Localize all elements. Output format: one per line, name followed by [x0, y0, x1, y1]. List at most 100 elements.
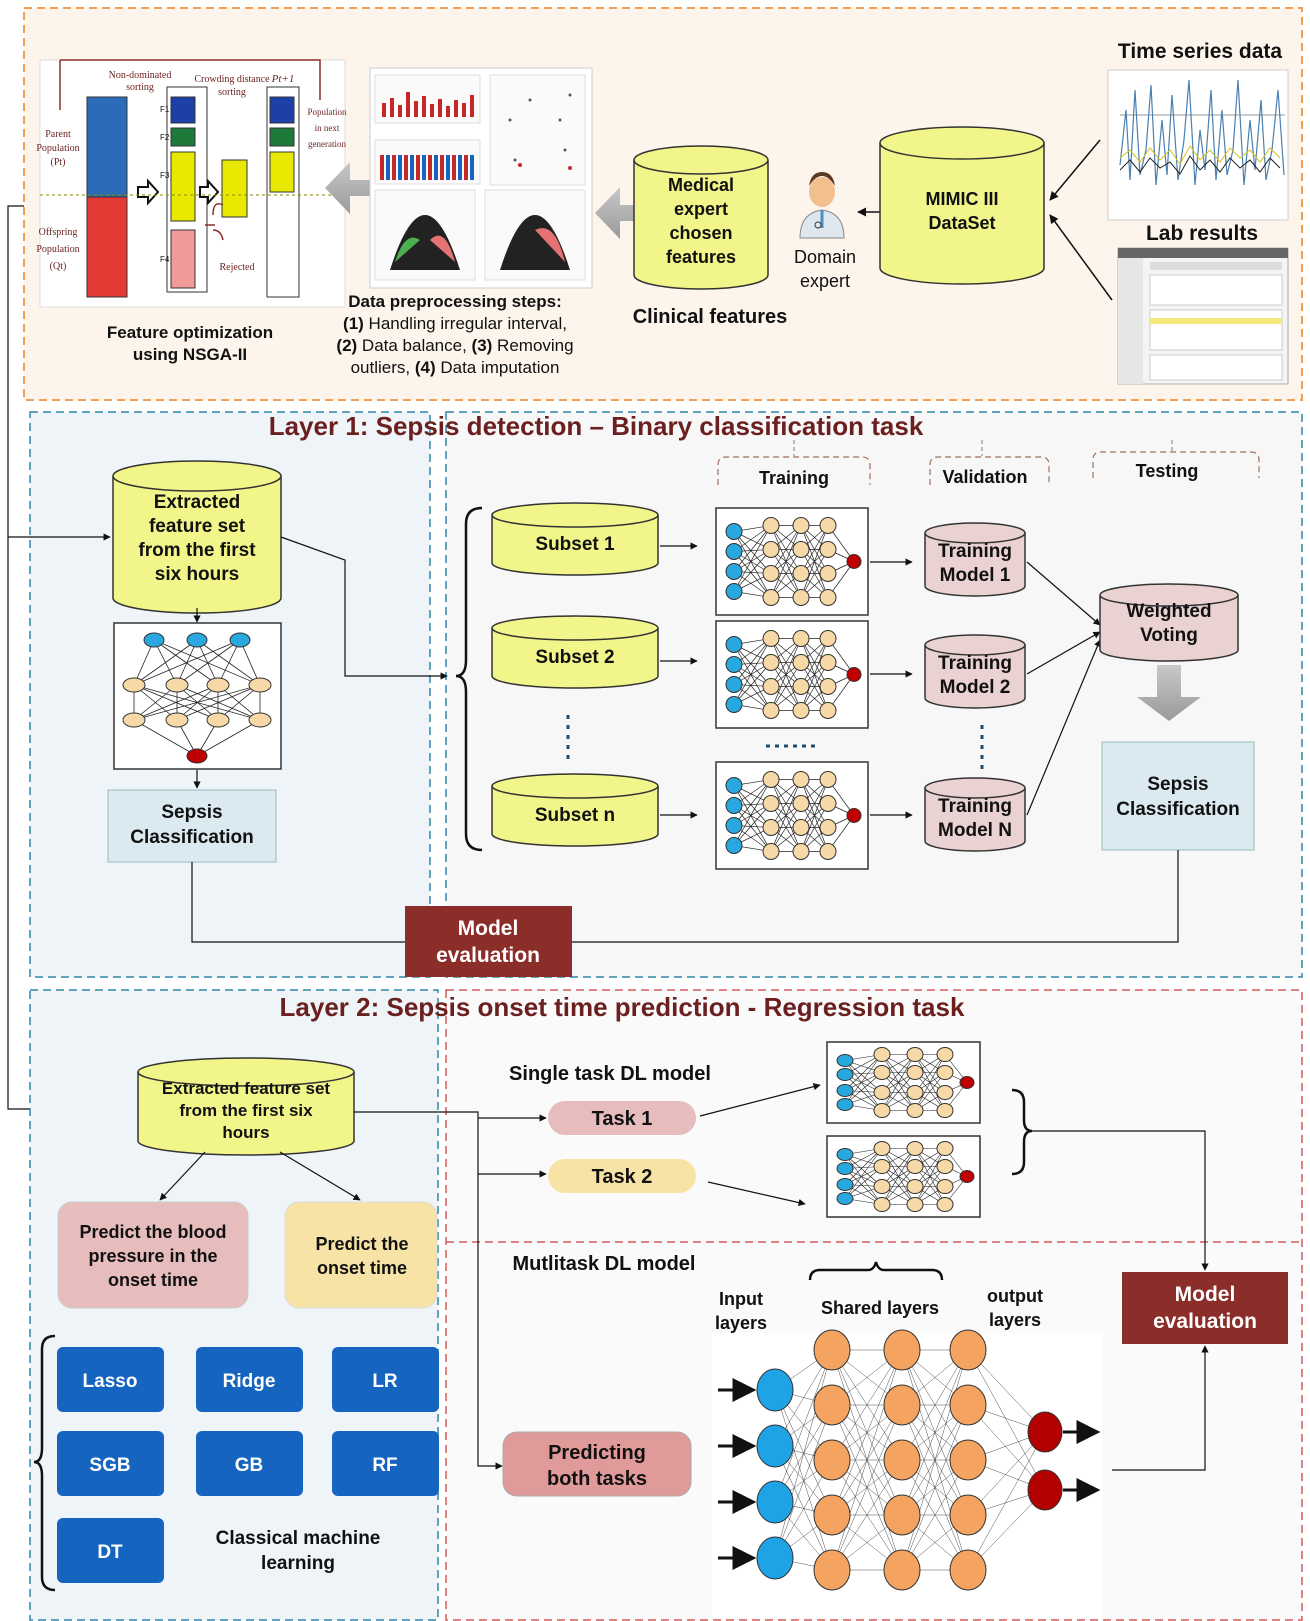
- nn-edge: [901, 1404, 969, 1571]
- nn-node: [762, 654, 780, 671]
- preprocessing-line-3: outliers, (4) Data imputation: [351, 358, 560, 377]
- nn-node: [725, 696, 743, 713]
- nn-node: [165, 712, 189, 728]
- nn-node: [813, 1329, 851, 1371]
- nn-node: [762, 678, 780, 695]
- nn-edge: [774, 1389, 833, 1516]
- nn-node: [762, 702, 780, 719]
- nn-node: [762, 819, 780, 836]
- layer2-title: Layer 2: Sepsis onset time prediction - …: [280, 992, 965, 1022]
- nn-edge: [914, 1148, 946, 1205]
- nn-node: [936, 1047, 954, 1062]
- svg-text:expert: expert: [674, 199, 728, 219]
- preprocessing-plots: [369, 67, 593, 289]
- svg-text:F1: F1: [160, 105, 170, 114]
- nn-node: [756, 1480, 794, 1524]
- nn-node: [846, 667, 862, 682]
- nn-node: [873, 1103, 891, 1118]
- svg-text:pressure in the: pressure in the: [88, 1246, 217, 1266]
- multitask-title: Mutlitask DL model: [513, 1253, 696, 1275]
- domain-expert-label: Domain: [794, 247, 856, 267]
- nn-node: [883, 1329, 921, 1371]
- layer1-title: Layer 1: Sepsis detection – Binary class…: [269, 411, 924, 441]
- nn-node: [936, 1141, 954, 1156]
- nn-edge: [770, 525, 802, 598]
- nn-node: [725, 583, 743, 600]
- svg-text:DataSet: DataSet: [928, 213, 995, 233]
- nn-node: [873, 1047, 891, 1062]
- nn-node: [756, 1368, 794, 1412]
- nn-node: [873, 1159, 891, 1174]
- nn-edge: [831, 1349, 903, 1461]
- svg-text:Classification: Classification: [130, 827, 254, 848]
- nn-node: [756, 1536, 794, 1580]
- training-nn-1: [715, 507, 869, 616]
- svg-text:Weighted: Weighted: [1126, 601, 1211, 622]
- input-layers-label: Input: [719, 1289, 763, 1309]
- svg-text:Subset n: Subset n: [535, 805, 615, 826]
- nn-edge: [774, 1349, 833, 1503]
- nn-edge: [733, 664, 772, 711]
- rf-button: [332, 1431, 439, 1496]
- nn-node: [936, 1085, 954, 1100]
- layer1-sepsis-classification-left: [107, 789, 277, 863]
- svg-text:Voting: Voting: [1140, 625, 1198, 646]
- lab-results-title: Lab results: [1146, 222, 1258, 245]
- nn-node: [949, 1494, 987, 1536]
- nn-edge: [800, 525, 829, 598]
- nn-node: [248, 677, 272, 693]
- time-series-title: Time series data: [1118, 40, 1283, 63]
- svg-text:Extracted: Extracted: [154, 492, 241, 513]
- nn-edge: [733, 644, 772, 711]
- nn-edge: [967, 1349, 1046, 1491]
- nn-node: [846, 554, 862, 569]
- layer1-model-evaluation: [405, 906, 572, 977]
- gray-arrow-to-nsga: [325, 162, 370, 214]
- nn-node: [762, 795, 780, 812]
- nn-node: [819, 517, 837, 534]
- nn-node: [836, 1068, 854, 1081]
- nn-node: [819, 654, 837, 671]
- nn-node: [756, 1424, 794, 1468]
- preprocessing-line-1: (1) Handling irregular interval,: [343, 314, 567, 333]
- nn-edge: [733, 549, 772, 592]
- nn-edge: [844, 1168, 883, 1205]
- nn-edge: [967, 1431, 1046, 1571]
- arrow-to-eval-bottom: [1112, 1345, 1209, 1471]
- svg-text:chosen: chosen: [669, 223, 732, 243]
- nn-node: [819, 819, 837, 836]
- nn-edge: [770, 779, 802, 852]
- nn-edge: [196, 719, 261, 757]
- nn-node: [725, 777, 743, 794]
- nn-node: [206, 712, 230, 728]
- layer2-extracted-cylinder: [137, 1057, 355, 1156]
- svg-text:Population: Population: [36, 244, 79, 255]
- nn-node: [936, 1197, 954, 1212]
- nn-edge: [733, 551, 772, 598]
- nn-edge: [844, 1166, 883, 1199]
- nn-edge: [831, 1404, 903, 1571]
- nn-edge: [774, 1404, 833, 1559]
- nn-edge: [770, 662, 802, 711]
- nn-edge: [217, 639, 241, 686]
- svg-text:Task 2: Task 2: [592, 1166, 653, 1188]
- nn-node: [906, 1179, 924, 1194]
- nn-edge: [901, 1459, 969, 1571]
- nn-edge: [774, 1389, 833, 1571]
- svg-text:from the first six: from the first six: [179, 1101, 313, 1120]
- nn-node: [949, 1329, 987, 1371]
- nn-node: [819, 630, 837, 647]
- time-series-chart: [1107, 69, 1289, 221]
- nn-node: [819, 771, 837, 788]
- nn-node: [813, 1384, 851, 1426]
- parent-population-label: Parent: [45, 129, 71, 140]
- nn-node: [906, 1103, 924, 1118]
- nn-edge: [800, 662, 829, 711]
- nn-node: [836, 1084, 854, 1097]
- svg-text:Extracted feature set: Extracted feature set: [162, 1079, 331, 1098]
- nn-node: [725, 817, 743, 834]
- svg-text:sorting: sorting: [126, 82, 154, 93]
- nn-edge: [133, 719, 198, 757]
- svg-text:DT: DT: [97, 1542, 123, 1563]
- dt-button: [57, 1518, 164, 1583]
